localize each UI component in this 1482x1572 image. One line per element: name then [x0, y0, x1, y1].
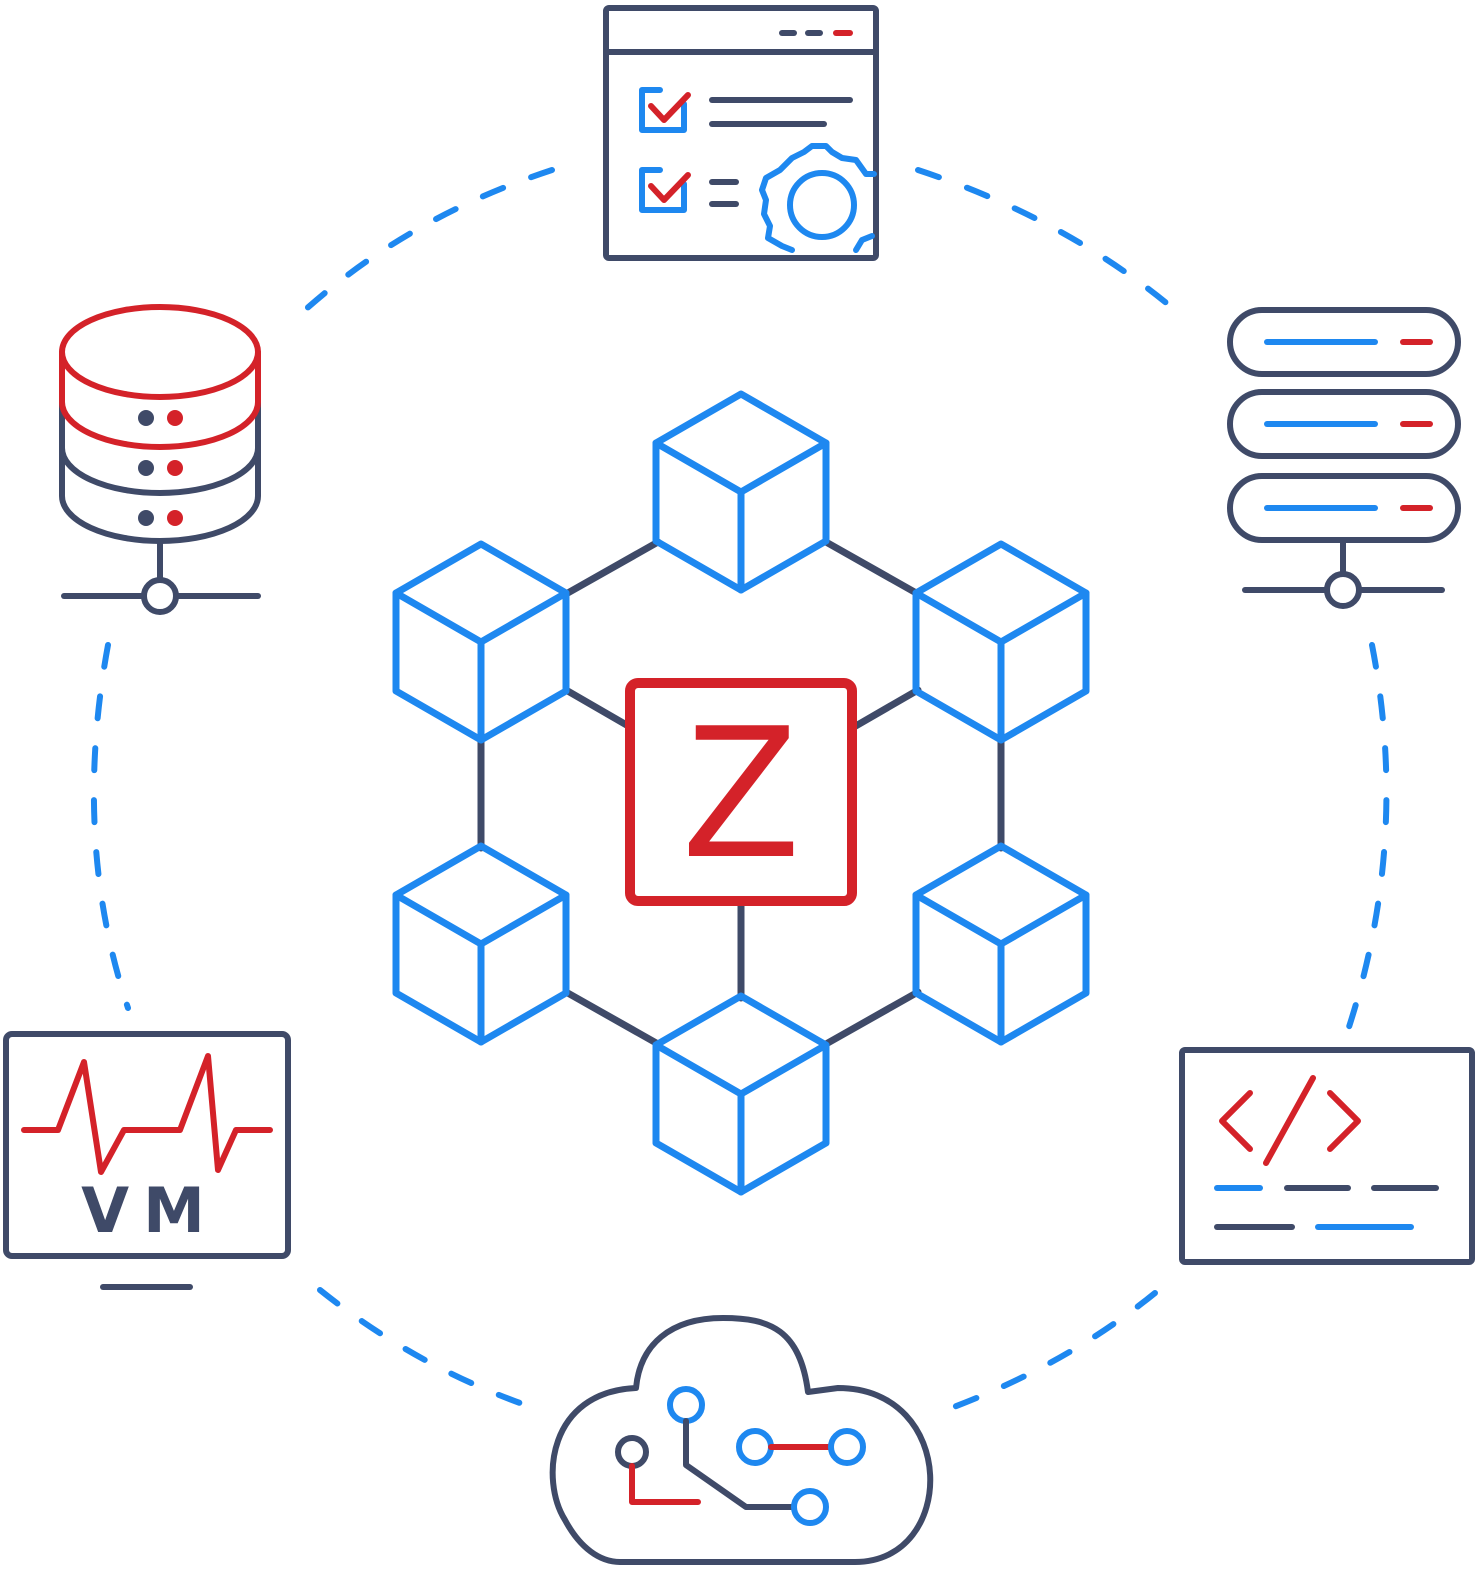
- hub-logo-letter: Z: [683, 685, 799, 897]
- cube-icon: [656, 394, 826, 590]
- monitor-label: VM: [81, 1174, 219, 1247]
- cube-icon: [396, 846, 566, 1042]
- checklist-settings-window-icon: [603, 5, 879, 261]
- server-rack-icon: [1227, 307, 1461, 609]
- network-connectors: [477, 538, 1005, 1048]
- cube-icon: [916, 846, 1086, 1042]
- cloud-network-icon: [549, 1315, 934, 1565]
- cube-icon: [916, 544, 1086, 740]
- checkbox-checked-icon: [639, 87, 691, 133]
- gear-icon: [759, 143, 877, 253]
- database-icon: [59, 304, 261, 615]
- code-window-icon: [1179, 1047, 1475, 1265]
- cube-icon: [656, 996, 826, 1192]
- checkbox-checked-icon: [639, 167, 691, 213]
- orbit-dashed-ring: [90, 167, 1390, 1418]
- cube-icon: [396, 544, 566, 740]
- z-logo-block-icon: Z: [625, 678, 857, 906]
- vm-monitor-icon: VM: [3, 1031, 291, 1290]
